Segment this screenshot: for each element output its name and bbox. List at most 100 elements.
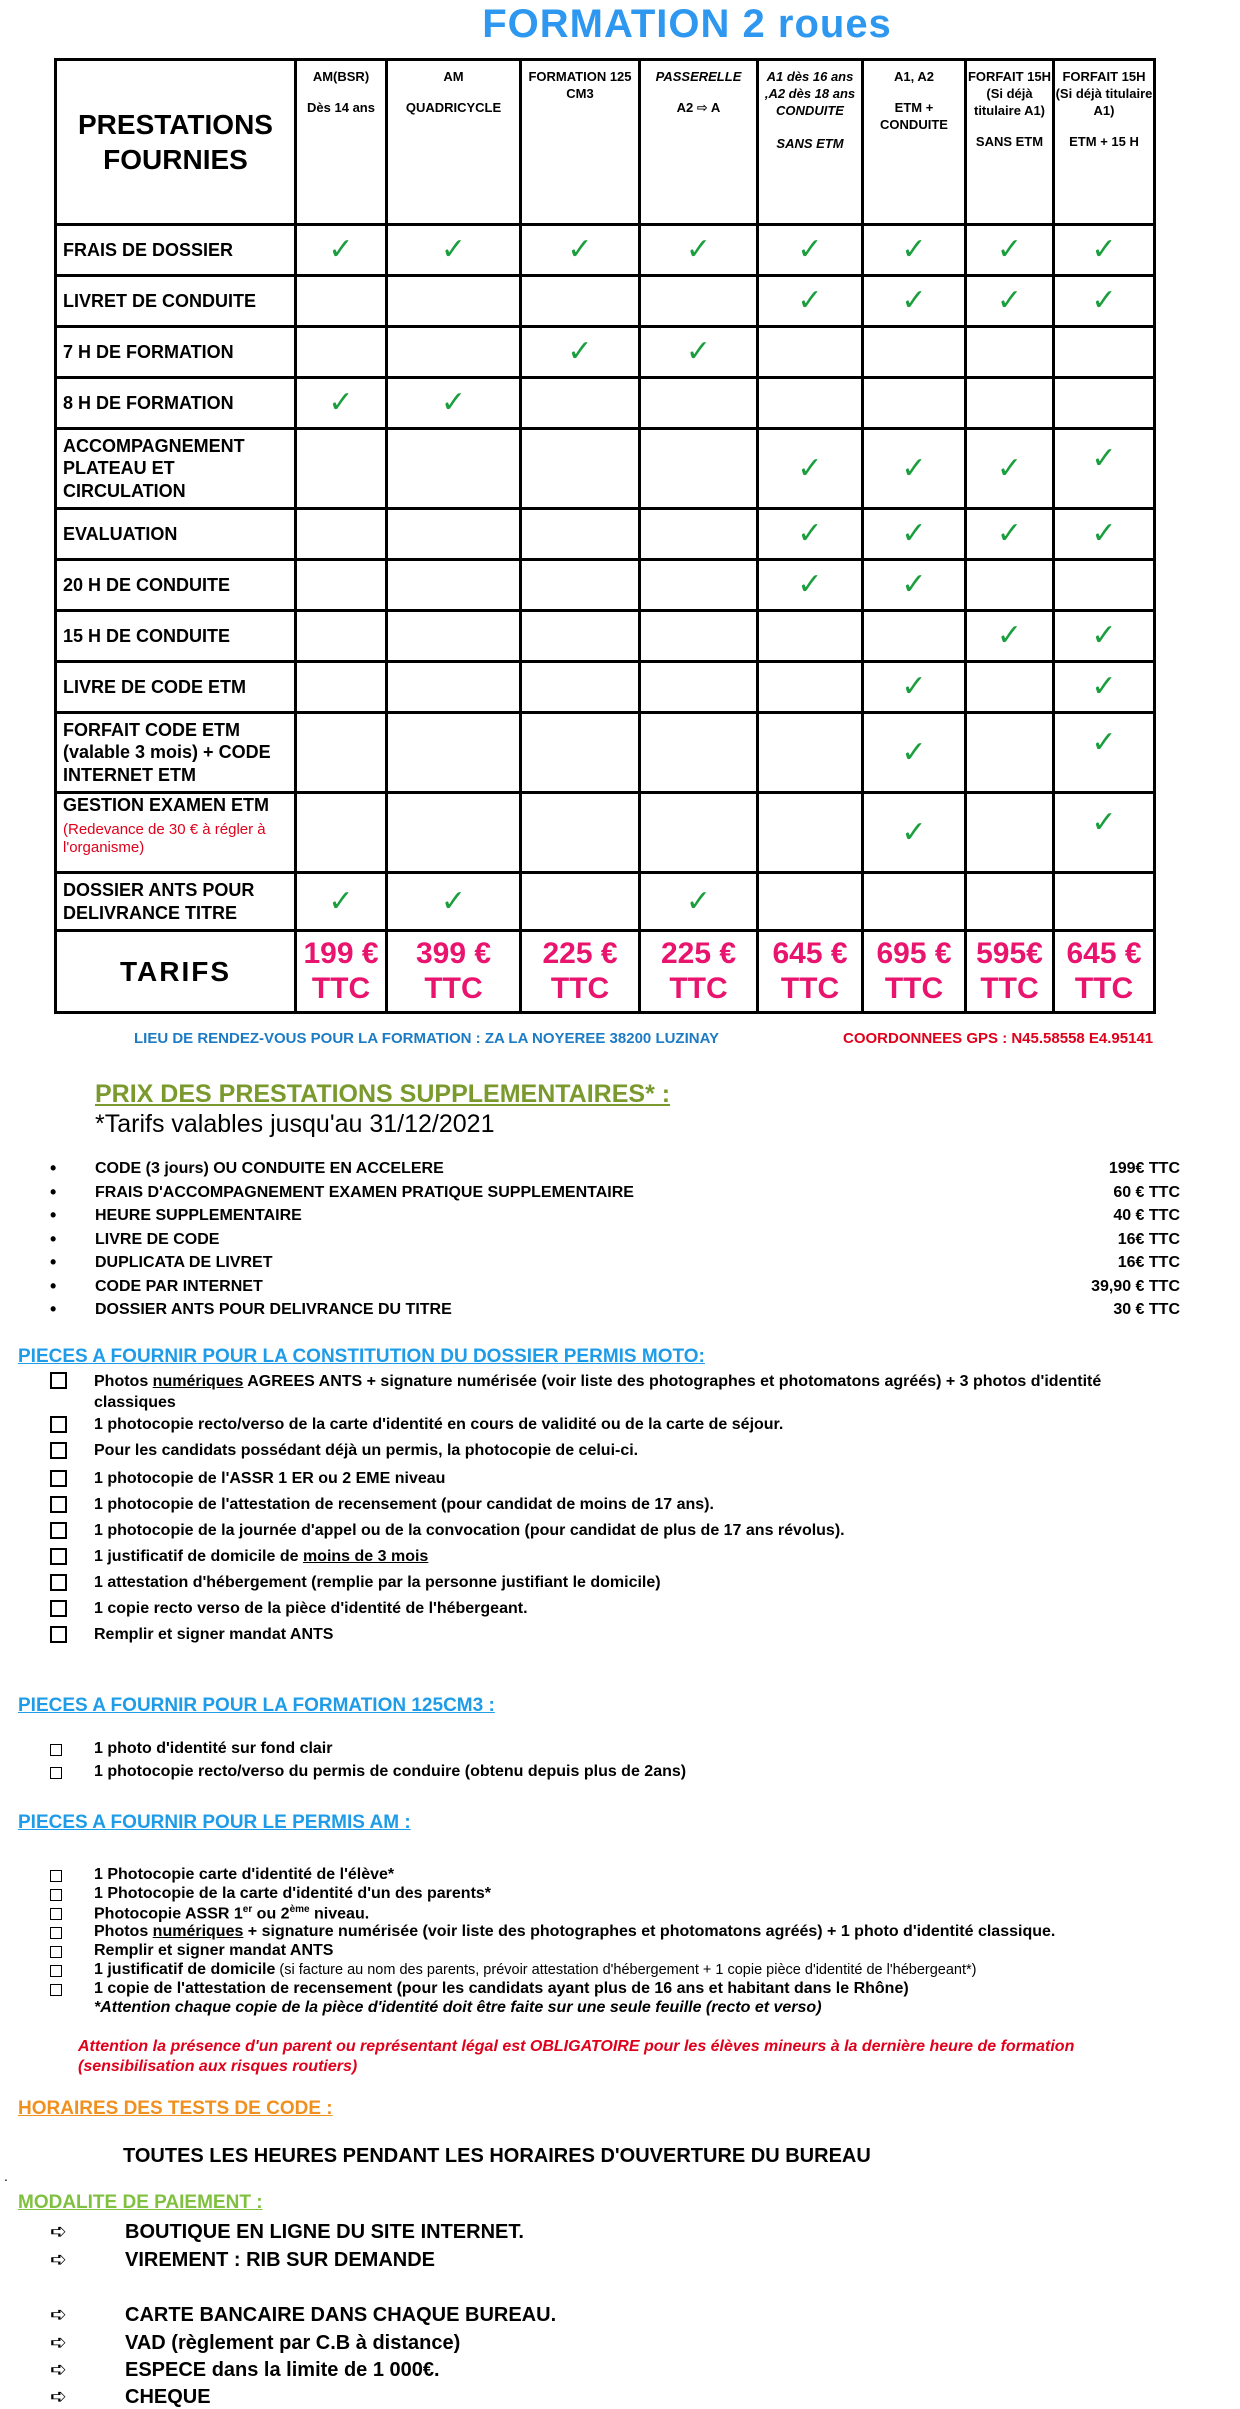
attention-note: Attention la présence d'un parent ou rep… bbox=[78, 2038, 1075, 2075]
item-text: 1 Photocopie carte d'identité de l'élève… bbox=[94, 1866, 395, 1883]
list-item: 1 photocopie de l'attestation de recense… bbox=[50, 1496, 1180, 1514]
item-text: (si facture au nom des parents, prévoir … bbox=[275, 1962, 977, 1978]
column-header-line2: Dès 14 ans bbox=[307, 99, 375, 115]
check-cell bbox=[294, 558, 388, 612]
checkbox-icon[interactable] bbox=[50, 1372, 67, 1389]
check-cell bbox=[519, 711, 641, 794]
checkbox-icon[interactable] bbox=[50, 1946, 62, 1958]
checkbox-icon[interactable] bbox=[50, 1965, 62, 1977]
check-cell bbox=[638, 376, 759, 430]
checkbox-icon[interactable] bbox=[50, 1744, 62, 1756]
check-cell bbox=[385, 274, 522, 328]
payment-item: ➪ESPECE dans la limite de 1 000€. bbox=[50, 2357, 440, 2382]
list-item: 1 justificatif de domicile (si facture a… bbox=[50, 1961, 977, 1979]
price-amount: 225 € bbox=[660, 937, 737, 970]
row-label-text: EVALUATION bbox=[63, 523, 178, 544]
payment-label: VAD (règlement par C.B à distance) bbox=[125, 2332, 461, 2354]
row-label: GESTION EXAMEN ETM(Redevance de 30 € à r… bbox=[54, 791, 297, 874]
price-ttc: TTC bbox=[1074, 971, 1134, 1005]
price-ttc: TTC bbox=[424, 971, 483, 1005]
check-cell: ✓ bbox=[1052, 427, 1156, 510]
checkbox-icon[interactable] bbox=[50, 1522, 67, 1539]
checkbox-icon[interactable] bbox=[50, 1574, 67, 1591]
check-cell bbox=[964, 325, 1055, 379]
item-text: 1 Photocopie de la carte d'identité d'un… bbox=[94, 1885, 492, 1902]
list-item: 1 justificatif de domicile de moins de 3… bbox=[50, 1548, 1180, 1566]
check-icon: ✓ bbox=[901, 815, 927, 849]
check-icon: ✓ bbox=[996, 451, 1023, 485]
check-cell: ✓ bbox=[756, 558, 864, 612]
check-cell bbox=[385, 558, 522, 612]
check-cell bbox=[519, 791, 641, 874]
payment-item: ➪BOUTIQUE EN LIGNE DU SITE INTERNET. bbox=[50, 2219, 524, 2244]
check-cell bbox=[756, 325, 864, 379]
column-header-line1: A1, A2 bbox=[894, 69, 934, 84]
price-ttc: TTC bbox=[550, 971, 610, 1005]
check-cell: ✓ bbox=[519, 223, 641, 277]
supplement-price: 40 € TTC bbox=[1113, 1207, 1180, 1224]
check-cell bbox=[385, 325, 522, 379]
pieces-moto-title: PIECES A FOURNIR POUR LA CONSTITUTION DU… bbox=[18, 1346, 705, 1367]
price-cell: 645 €TTC bbox=[1052, 929, 1156, 1014]
checkbox-icon[interactable] bbox=[50, 1626, 67, 1643]
supplement-label: LIVRE DE CODE bbox=[95, 1230, 220, 1248]
item-text: 1 photocopie de la journée d'appel ou de… bbox=[94, 1522, 845, 1539]
checkbox-icon[interactable] bbox=[50, 1470, 67, 1487]
checkbox-icon[interactable] bbox=[50, 1908, 62, 1920]
table-row: LIVRET DE CONDUITE✓✓✓✓ bbox=[54, 274, 1156, 328]
check-cell: ✓ bbox=[861, 507, 967, 561]
check-icon: ✓ bbox=[797, 284, 823, 317]
payment-label: BOUTIQUE EN LIGNE DU SITE INTERNET. bbox=[125, 2221, 524, 2243]
item-text: 1 justificatif de domicile bbox=[94, 1961, 276, 1978]
checkbox-icon[interactable] bbox=[50, 1600, 67, 1617]
checkbox-icon[interactable] bbox=[50, 1927, 62, 1939]
item-text: 1 photocopie de l'attestation de recense… bbox=[94, 1496, 714, 1513]
checkbox-icon[interactable] bbox=[50, 1889, 62, 1901]
item-text: Photocopie ASSR 1 bbox=[94, 1905, 243, 1923]
table-row: EVALUATION✓✓✓✓ bbox=[54, 507, 1156, 561]
payment-item: ➪CHEQUE bbox=[50, 2384, 211, 2409]
column-header-line1: AM bbox=[443, 69, 464, 84]
supplement-price: 60 € TTC bbox=[1113, 1183, 1180, 1201]
price-amount: 695 € bbox=[876, 937, 952, 970]
check-icon: ✓ bbox=[685, 335, 712, 368]
check-cell: ✓ bbox=[861, 558, 967, 612]
item-text: ou 2 bbox=[252, 1905, 290, 1923]
check-cell: ✓ bbox=[964, 507, 1055, 561]
arrow-icon: ➪ bbox=[50, 2249, 67, 2271]
checkbox-icon[interactable] bbox=[50, 1496, 67, 1513]
price-cell: 595€TTC bbox=[964, 929, 1055, 1014]
check-icon: ✓ bbox=[901, 284, 927, 317]
checkbox-icon[interactable] bbox=[50, 1548, 67, 1565]
list-item: Remplir et signer mandat ANTS bbox=[50, 1626, 1180, 1644]
checkbox-icon[interactable] bbox=[50, 1984, 62, 1996]
checkbox-icon[interactable] bbox=[50, 1416, 67, 1433]
check-cell bbox=[638, 427, 759, 510]
checkbox-icon[interactable] bbox=[50, 1767, 62, 1779]
check-icon: ✓ bbox=[901, 517, 927, 550]
check-cell bbox=[861, 609, 967, 663]
row-label-text: ACCOMPAGNEMENT PLATEAU ET CIRCULATION bbox=[63, 435, 245, 501]
column-header-line2: ETM + 15 H bbox=[1069, 133, 1139, 149]
check-icon: ✓ bbox=[901, 735, 927, 769]
price-cell: 399 €TTC bbox=[385, 929, 522, 1014]
item-text: + signature numérisée (voir liste des ph… bbox=[243, 1923, 1056, 1940]
payment-label: CARTE BANCAIRE DANS CHAQUE BUREAU. bbox=[125, 2304, 557, 2326]
supplement-label: HEURE SUPPLEMENTAIRE bbox=[95, 1207, 302, 1224]
am-note: *Attention chaque copie de la pièce d'id… bbox=[94, 1999, 822, 2016]
row-label: DOSSIER ANTS POUR DELIVRANCE TITRE bbox=[54, 871, 297, 932]
check-icon: ✓ bbox=[567, 335, 593, 368]
check-cell: ✓ bbox=[1052, 223, 1156, 277]
check-cell bbox=[756, 871, 864, 932]
row-label: EVALUATION bbox=[54, 507, 297, 561]
check-icon: ✓ bbox=[1091, 442, 1117, 475]
page-title: FORMATION 2 roues bbox=[482, 2, 892, 46]
checkbox-icon[interactable] bbox=[50, 1442, 67, 1459]
check-cell bbox=[1052, 558, 1156, 612]
checkbox-icon[interactable] bbox=[50, 1870, 62, 1882]
table-row: 8 H DE FORMATION✓✓ bbox=[54, 376, 1156, 430]
